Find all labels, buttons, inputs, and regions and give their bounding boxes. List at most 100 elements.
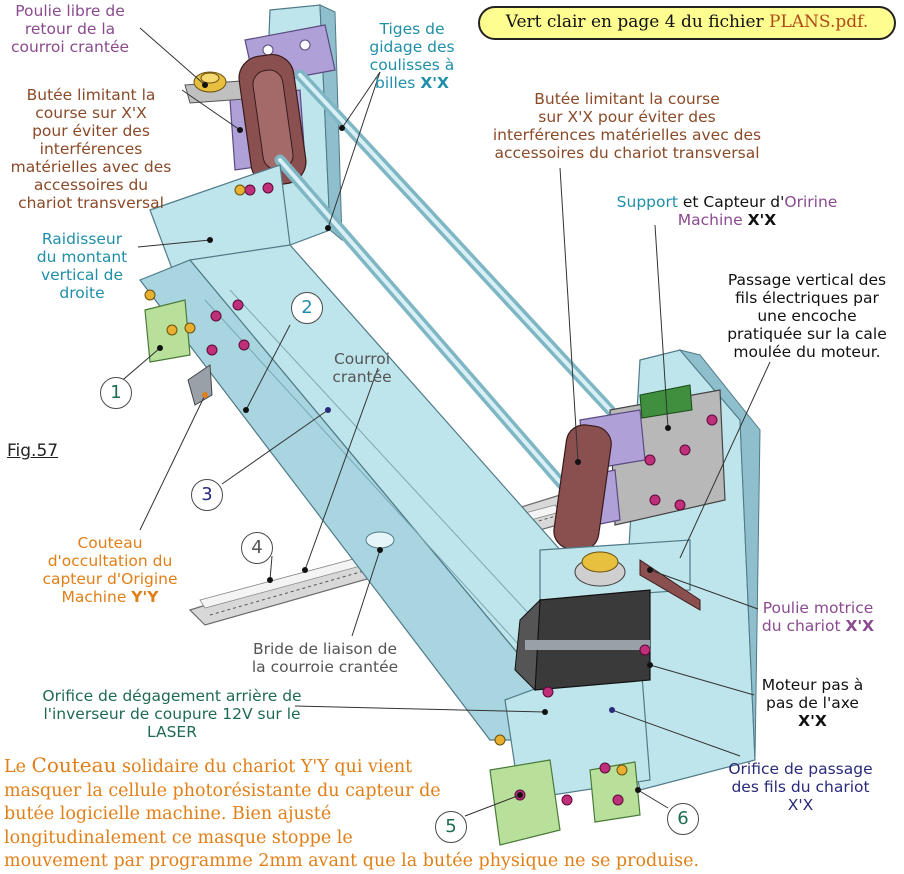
file-reference-banner: Vert clair en page 4 du fichier PLANS.pd…: [478, 6, 896, 40]
axis-name: X'X: [845, 617, 875, 635]
label-line: pratiquée sur la cale: [727, 325, 887, 343]
label-line: retour de la: [24, 20, 116, 38]
label-right-stop: Butée limitant la course sur X'X pour év…: [472, 90, 782, 162]
label-line: capteur d'Origine: [42, 570, 178, 588]
label-line: interférences matérielles avec des: [492, 126, 762, 144]
label-line: LASER: [147, 723, 197, 741]
callout-1: 1: [100, 377, 132, 409]
banner-text: Vert clair en page 4 du fichier: [505, 12, 770, 32]
leader-dots: [157, 82, 671, 798]
label-line: des fils du chariot: [731, 778, 870, 796]
label-line: moulée du moteur.: [733, 343, 881, 361]
label-guide-rods: Tiges de gidage des coulisses à billes X…: [352, 20, 472, 92]
callout-2: 2: [291, 292, 323, 324]
label-line: Machine Y'Y: [30, 588, 190, 606]
footer-line: mouvement par programme 2mm avant que la…: [4, 851, 700, 871]
label-line: fils électriques par: [735, 289, 879, 307]
label-line: Couteau: [77, 534, 143, 552]
label-wire-opening: Orifice de passage des fils du chariot X…: [718, 760, 883, 814]
label-rear-opening: Orifice de dégagement arrière de l'inver…: [42, 687, 302, 741]
label-line: interférences: [39, 140, 143, 158]
right-feet: [489, 759, 641, 846]
label-line: crantée: [332, 368, 392, 386]
label-line: accessoires du: [33, 176, 149, 194]
label-line: Raidisseur: [41, 230, 123, 248]
label-line: du montant: [36, 248, 128, 266]
label-line: droite: [59, 284, 105, 302]
label-line: gidage des: [369, 38, 455, 56]
label-line: sur X'X pour éviter des: [538, 108, 716, 126]
label-line: courroi crantée: [10, 38, 130, 56]
label-belt: Courroi crantée: [316, 350, 408, 386]
label-line: d'occultation du: [47, 552, 173, 570]
guide-rods: [274, 69, 616, 511]
label-text: Machine: [677, 211, 748, 229]
label-line: Support et Capteur d'Oririne: [598, 193, 856, 211]
label-line: Poulie libre de: [15, 2, 125, 20]
label-line: billes X'X: [352, 74, 472, 92]
label-text: du chariot: [761, 617, 846, 635]
footer-explanation: Le Couteau solidaire du chariot Y'Y qui …: [4, 753, 734, 874]
leader-lines: [117, 27, 771, 817]
label-line: pas de l'axe: [766, 694, 859, 712]
callout-6: 6: [667, 803, 699, 835]
footer-line: longitudinalement ce masque stoppe le: [4, 827, 353, 848]
label-line: vertical de: [40, 266, 124, 284]
label-line: X'X: [750, 712, 875, 730]
footer-keyword: Couteau: [31, 753, 117, 777]
label-idler-pulley: Poulie libre de retour de la courroi cra…: [0, 2, 140, 56]
label-line: pour éviter des: [32, 122, 150, 140]
label-line: Butée limitant la: [26, 86, 156, 104]
label-stiffener: Raidisseur du montant vertical de droite: [22, 230, 142, 302]
callout-4: 4: [241, 532, 273, 564]
label-line: une encoche: [757, 307, 857, 325]
label-line: coulisses à: [369, 56, 455, 74]
label-belt-clamp: Bride de liaison de la courroie crantée: [240, 640, 410, 676]
axis-name: X'X: [420, 74, 449, 92]
label-line: Tiges de: [379, 20, 445, 38]
axis-name: Y'Y: [131, 588, 159, 606]
stepper-motor: [514, 539, 701, 692]
label-line: Moteur pas à: [761, 676, 864, 694]
label-line: la courroie crantée: [251, 658, 399, 676]
footer-line: butée logicielle machine. Bien ajusté: [4, 804, 332, 824]
main-beam: [139, 164, 642, 741]
label-line: Passage vertical des: [727, 271, 887, 289]
banner-file-name: PLANS.pdf.: [769, 12, 869, 32]
label-stepper-motor: Moteur pas à pas de l'axe X'X: [750, 676, 875, 730]
label-line: Courroi: [333, 350, 391, 368]
label-line: Orifice de dégagement arrière de: [42, 687, 302, 705]
screws: [206, 182, 718, 806]
label-drive-pulley: Poulie motrice du chariot X'X: [748, 599, 888, 635]
label-support-sensor: Support et Capteur d'Oririne Machine X'X: [598, 193, 856, 229]
figure-label: Fig.57: [7, 441, 59, 461]
label-line: l'inverseur de coupure 12V sur le: [43, 705, 301, 723]
footer-text: Le: [4, 757, 32, 777]
label-line: Poulie motrice: [762, 599, 874, 617]
label-left-stop: Butée limitant la course sur X'X pour év…: [0, 86, 182, 212]
label-line: chariot transversal: [18, 194, 164, 212]
brass-nuts: [144, 184, 628, 776]
callout-3: 3: [191, 479, 223, 511]
label-line: Orifice de passage: [728, 760, 873, 778]
label-line: Butée limitant la course: [534, 90, 720, 108]
label-line: du chariot X'X: [748, 617, 888, 635]
label-text: Support: [616, 193, 678, 211]
axis-name: X'X: [798, 712, 827, 730]
callout-5: 5: [435, 811, 467, 843]
label-wire-passage: Passage vertical des fils électriques pa…: [712, 271, 902, 361]
label-line: Machine X'X: [598, 211, 856, 229]
label-line: accessoires du chariot transversal: [494, 144, 760, 162]
label-line: X'X: [787, 796, 814, 814]
footer-text: solidaire du chariot Y'Y qui vient: [116, 757, 413, 777]
label-text: Machine: [61, 588, 132, 606]
label-line: Bride de liaison de: [252, 640, 398, 658]
label-knife: Couteau d'occultation du capteur d'Origi…: [30, 534, 190, 606]
label-line: course sur X'X: [35, 104, 147, 122]
left-slider: [238, 53, 307, 186]
footer-line: Le Couteau solidaire du chariot Y'Y qui …: [4, 753, 734, 780]
label-text: et Capteur d': [677, 193, 785, 211]
axis-name: X'X: [747, 211, 777, 229]
label-line: matérielles avec des: [10, 158, 172, 176]
knife: [187, 364, 213, 406]
